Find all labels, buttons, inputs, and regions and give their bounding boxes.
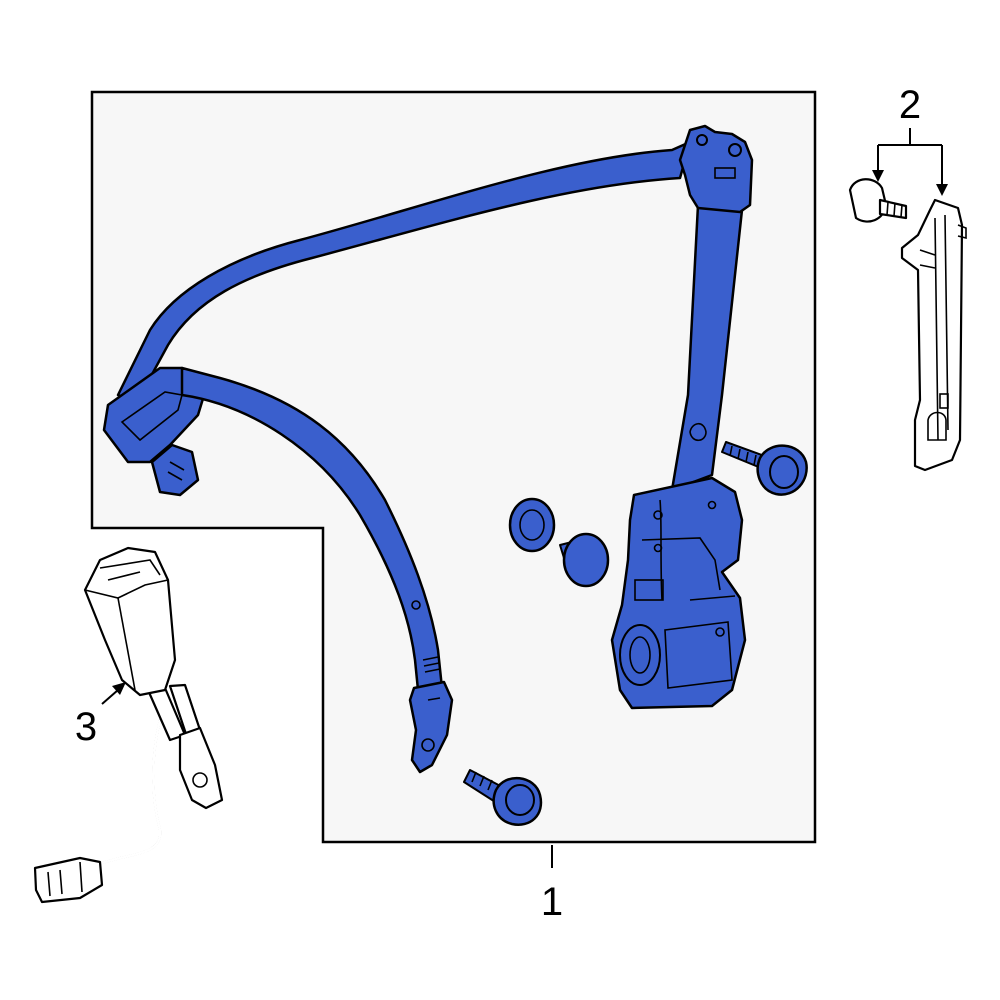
belt-anchor-bolt-upper[interactable] — [721, 441, 808, 496]
callout-label-1: 1 — [541, 880, 563, 924]
belt-anchor-bolt-lower[interactable] — [463, 769, 543, 826]
callout-label-3: 3 — [75, 705, 97, 749]
buckle-body — [83, 546, 177, 697]
callout-label-2: 2 — [899, 83, 921, 127]
callout-2 — [872, 128, 948, 196]
buckle-anchor-tab — [178, 726, 224, 810]
adjuster-bolt[interactable] — [848, 178, 908, 223]
retractor-clip-mushroom[interactable] — [559, 532, 610, 588]
belt-guide-loop — [102, 366, 207, 464]
seat-belt-assembly[interactable] — [102, 124, 754, 774]
shoulder-belt-height-adjuster[interactable] — [900, 198, 967, 472]
belt-guide-tab — [150, 443, 200, 497]
harness-connector — [33, 856, 104, 904]
callout-3 — [101, 682, 126, 705]
retractor-clip-round[interactable] — [508, 497, 556, 553]
seat-belt-buckle[interactable] — [33, 546, 224, 904]
belt-lower-anchor — [408, 680, 454, 774]
